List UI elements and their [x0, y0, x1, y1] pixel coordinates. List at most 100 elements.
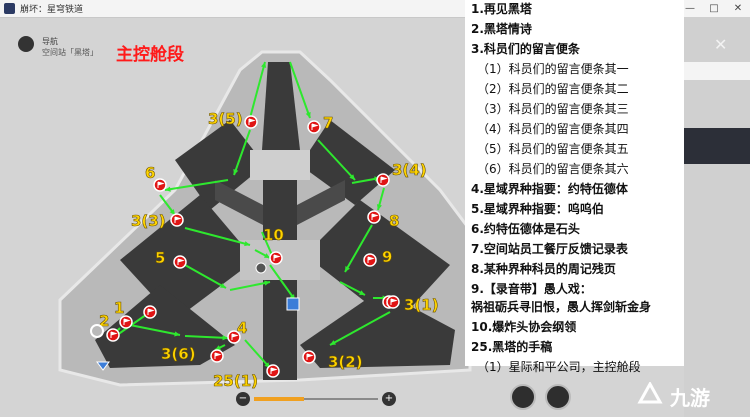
collectible-marker-icon[interactable] — [170, 213, 184, 227]
route-arrows — [109, 61, 391, 369]
collectible-marker-icon[interactable] — [227, 330, 241, 344]
zoom-level-fill — [254, 397, 304, 401]
map-corridor — [120, 195, 255, 320]
route-arrow-head — [359, 290, 365, 295]
map-number-label: 3(1) — [404, 296, 439, 314]
locate-icon[interactable] — [510, 384, 536, 410]
route-arrow-head — [345, 266, 350, 272]
collectible-list-item: （5）科员们的留言便条其五 — [477, 142, 629, 156]
minimize-button[interactable]: — — [685, 3, 695, 14]
route-arrow-head — [330, 340, 336, 345]
map-corridor — [262, 62, 300, 150]
collectible-marker-icon[interactable] — [153, 178, 167, 192]
collectible-list-item: （4）科员们的留言便条其四 — [477, 122, 629, 136]
collectible-marker-icon[interactable] — [244, 115, 258, 129]
collectible-list-item: （1）星际和平公司，主控舱段 — [477, 360, 641, 374]
map-corridor — [175, 120, 265, 210]
collectible-list-item: 1.再见黑塔 — [471, 2, 532, 16]
route-arrow — [164, 179, 229, 191]
route-arrow-head — [261, 62, 267, 68]
route-arrow — [329, 311, 391, 346]
zoom-in-button[interactable]: + — [382, 392, 396, 406]
map-floor — [250, 150, 310, 180]
collectible-list-item: 8.某种界种科员的周记残页 — [471, 262, 616, 276]
collectible-list-item: 9.【录音带】愚人戏： — [471, 282, 592, 296]
collectible-markers[interactable] — [106, 115, 400, 378]
route-arrow-head — [233, 169, 239, 175]
collectible-marker-icon[interactable] — [119, 315, 133, 329]
zoom-out-button[interactable]: − — [236, 392, 250, 406]
space-anchor-icon[interactable] — [286, 297, 300, 311]
map-corridor — [297, 180, 345, 225]
player-position-icon — [90, 324, 104, 338]
collectible-marker-icon[interactable] — [386, 295, 400, 309]
elevator-icon[interactable] — [255, 262, 267, 274]
collectible-marker-icon[interactable] — [173, 255, 187, 269]
space-anchor-icon[interactable] — [96, 361, 110, 371]
route-arrow-head — [169, 209, 175, 215]
map-corridor — [215, 180, 263, 225]
zoom-track[interactable] — [254, 398, 378, 400]
station-name[interactable]: 空间站「黑塔」 — [42, 48, 98, 57]
area-tab[interactable] — [684, 128, 750, 164]
route-arrow-head — [264, 253, 270, 258]
navigation-label: 导航 — [42, 37, 58, 46]
route-arrow — [269, 264, 296, 301]
window-title: 崩坏：星穹铁道 — [20, 5, 84, 15]
route-arrow — [229, 281, 271, 291]
collectible-list-item: （3）科员们的留言便条其三 — [477, 102, 629, 116]
collectible-list-item: 3.科员们的留言便条 — [471, 42, 580, 56]
collectible-marker-icon[interactable] — [367, 210, 381, 224]
section-title: 主控舱段 — [116, 45, 184, 65]
collectible-list-item: 祸祖砺兵寻旧恨，愚人挥剑斩金身 — [471, 300, 652, 314]
collectible-marker-icon[interactable] — [266, 364, 280, 378]
route-arrow-head — [305, 112, 311, 118]
collectible-marker-icon[interactable] — [363, 253, 377, 267]
zoom-control[interactable]: − + — [236, 392, 396, 406]
collectible-list-item: （2）科员们的留言便条其二 — [477, 82, 629, 96]
route-arrow — [289, 61, 311, 119]
map-number-label: 3(2) — [328, 353, 363, 371]
collectible-marker-icon[interactable] — [210, 349, 224, 363]
route-arrow-head — [376, 204, 382, 210]
teleport-icon[interactable] — [545, 384, 571, 410]
route-arrow-head — [222, 335, 228, 341]
map-number-label: 5 — [155, 249, 165, 267]
route-arrow-head — [349, 174, 355, 180]
map-pin-icon — [18, 36, 34, 52]
maximize-button[interactable]: □ — [709, 3, 719, 14]
route-arrow — [249, 61, 266, 119]
route-arrow — [129, 324, 181, 336]
collectible-marker-icon[interactable] — [302, 350, 316, 364]
route-arrow — [244, 339, 271, 369]
route-arrow — [184, 227, 251, 246]
collectible-marker-icon[interactable] — [106, 328, 120, 342]
map-number-label: 3(5) — [208, 110, 243, 128]
collectible-marker-icon[interactable] — [269, 251, 283, 265]
map-number-label: 25(1) — [213, 372, 258, 390]
collectible-marker-icon[interactable] — [143, 305, 157, 319]
collectible-list-item: （1）科员们的留言便条其一 — [477, 62, 629, 76]
right-side-panel — [684, 17, 750, 417]
map-number-label: 1 — [114, 299, 124, 317]
map-number-label: 10 — [263, 226, 284, 244]
map-corridor — [300, 290, 455, 368]
map-number-label: 3(3) — [131, 212, 166, 230]
watermark-text: 九游 — [670, 386, 710, 410]
route-arrow — [317, 139, 356, 181]
collectible-marker-icon[interactable] — [376, 173, 390, 187]
map-corridor — [300, 120, 395, 205]
close-icon[interactable]: ✕ — [714, 35, 728, 54]
map-corridor — [305, 200, 450, 325]
close-button[interactable]: ✕ — [733, 3, 743, 14]
map-number-label: 2 — [99, 312, 109, 330]
watermark-logo — [637, 382, 663, 404]
collectible-marker-icon[interactable] — [307, 120, 321, 134]
floor-selector[interactable] — [684, 62, 750, 80]
map-number-label: 3(4) — [392, 161, 427, 179]
map-number-label: 4 — [237, 319, 247, 337]
route-arrow-head — [174, 331, 180, 337]
